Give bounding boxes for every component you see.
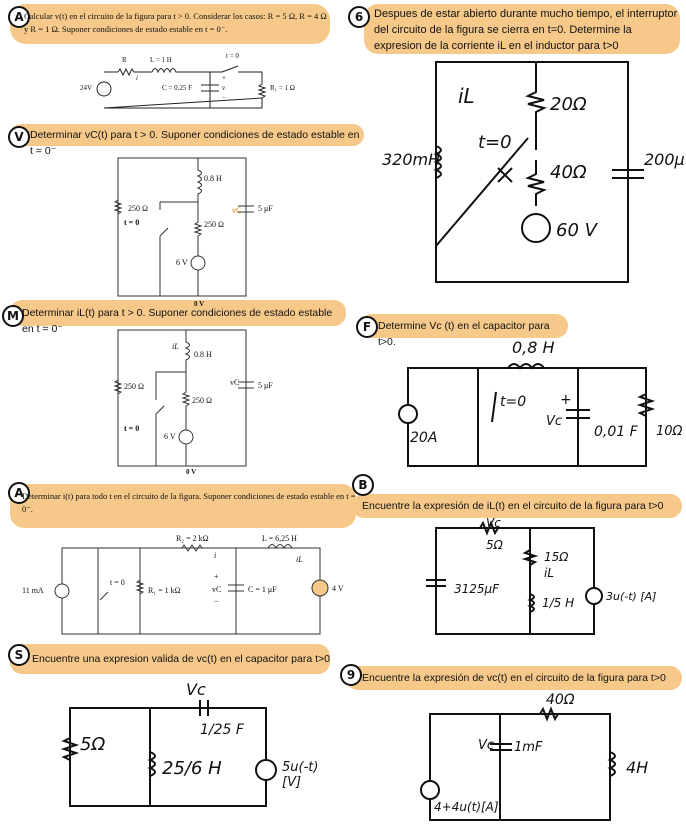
problem-4-text: Determinar iL(t) para t > 0. Suponer con… [22,307,333,335]
c1-source-label: 24V [80,84,93,92]
c8-l-label: 25/6 H [162,758,222,779]
c7-l-label: 1/5 H [542,596,575,610]
c9-l-label: 4H [626,758,649,777]
c4-cap-label: 5 μF [258,381,273,390]
c6-switch-label: t = 0 [110,578,125,587]
problem-badge-2: 6 [348,6,370,28]
c2-il-label: iL [458,84,475,108]
c5-vc-label: Vc [546,414,563,429]
c4-r2-label: 250 Ω [192,396,212,405]
c3-gnd-label: 0 V [194,300,205,308]
c4-switch-label: t = 0 [124,424,140,433]
c5-source-label: 20A [410,430,438,446]
c6-r2-label: R₂ = 2 kΩ [176,534,209,543]
c7-r15-label: 15Ω [544,550,569,564]
c8-vc-label: Vc [186,680,206,699]
c8-source-label: 5u(-t) [V] [282,760,319,790]
c4-gnd-label: 0 V [186,468,197,476]
c6-l-label: L = 6,25 H [262,534,297,543]
c5-cap-label: 0,01 F [594,424,638,440]
c1-plus: + [222,74,226,82]
c9-cap-label: 1mF [514,740,543,755]
c4-r1-label: 250 Ω [124,382,144,391]
c3-r2-label: 250 Ω [204,220,224,229]
c4-source-label: 6 V [164,432,176,441]
c6-source-label: 11 mA [22,586,44,595]
c2-r20-label: 20Ω [550,94,587,115]
problem-5-text: Determine Vc (t) en el capacitor para t>… [378,320,550,348]
c6-r1-label: R₁ = 1 kΩ [148,586,181,595]
problem-badge-7: B [352,474,374,496]
problem-7-text: Encuentre la expresión de iL(t) en el ci… [362,500,664,512]
c6-cap-label: C = 1 μF [248,585,277,594]
c1-minus: − [222,94,226,102]
c1-i-label: i [136,74,138,82]
c2-r40-label: 40Ω [550,162,587,183]
c1-cap-label: C = 0.25 F [162,84,193,92]
c5-switch-label: t=0 [500,394,527,410]
c1-switch-label: t = 0 [226,52,239,60]
c3-switch-label: t = 0 [124,218,140,227]
c7-r5-label: 5Ω [486,538,503,552]
c1-l-label: L = 1 H [150,56,172,64]
c2-source-label: 60 V [556,220,597,241]
problem-badge-6: A [8,482,30,504]
problem-2-text: Despues de estar abierto durante mucho t… [374,8,678,52]
c9-vc-label: Vc [478,738,495,753]
problem-badge-3: V [8,126,30,148]
problem-badge-9: 9 [340,664,362,686]
c7-source-label: 3u(-t) [A] [606,590,657,603]
c3-vc-label: vC [232,206,242,215]
problem-badge-5: F [356,316,378,338]
problem-badge-1: A [8,6,30,28]
c3-cap-label: 5 μF [258,204,273,213]
c5-r-label: 10Ω [656,424,683,439]
c5-plus: + [560,392,572,408]
c4-l-label: 0.8 H [194,350,212,359]
c1-r1-label: R₁ = 1 Ω [270,84,296,92]
problem-8-text: Encuentre una expresion valida de vc(t) … [32,653,330,665]
c2-cap-label: 200μ [644,150,685,169]
c9-r40-label: 40Ω [546,692,575,708]
c9-source-label: 4+4u(t)[A] [434,800,499,814]
problem-badge-4: M [2,305,24,327]
c6-vs-label: 4 V [332,584,344,593]
c3-source-label: 6 V [176,258,188,267]
c8-r5-label: 5Ω [80,734,106,755]
c6-il-label: iL [296,555,303,564]
c6-vc-label: vC [212,585,222,594]
c1-r-label: R [122,56,127,64]
c3-r1-label: 250 Ω [128,204,148,213]
problem-9-text: Encuentre la expresión de vc(t) en el ci… [362,672,666,684]
c6-i-label: i [214,551,217,560]
c2-l-label: 320mH [382,150,441,169]
c4-vc-label: vC [230,378,240,387]
problem-badge-8: S [8,644,30,666]
problem-3-text: Determinar vC(t) para t > 0. Suponer con… [30,129,360,157]
c3-l-label: 0.8 H [204,174,222,183]
c7-vc-label: Vc [486,516,501,530]
c6-minus: − [214,597,219,606]
problem-6-text: Determinar i(t) para todo t en el circui… [22,491,356,514]
c4-il-label: iL [172,342,179,351]
c5-l-label: 0,8 H [512,338,555,357]
c6-plus: + [214,572,219,581]
c7-il-label: iL [544,566,555,580]
c1-v-label: v [222,84,226,92]
c2-t0-label: t=0 [478,132,512,153]
c8-cap-label: 1/25 F [200,722,244,738]
problem-1-text: Calcular v(t) en el circuito de la figur… [24,11,327,34]
c7-cap-label: 3125μF [454,582,500,596]
